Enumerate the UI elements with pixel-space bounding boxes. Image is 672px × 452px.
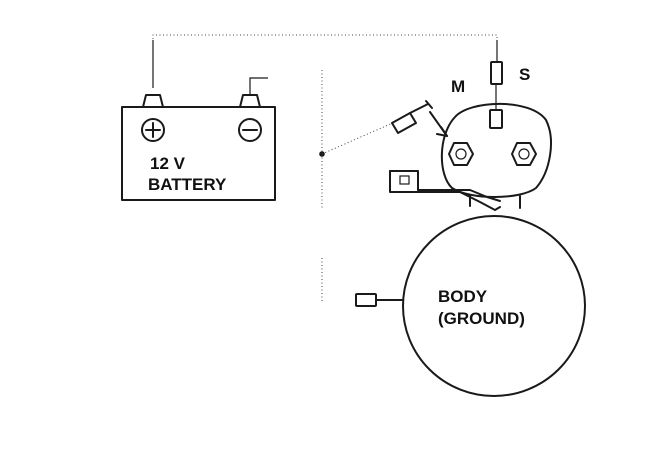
test-lead-clip bbox=[391, 100, 448, 137]
battery-name-label: BATTERY bbox=[148, 175, 227, 194]
s-terminal-nut bbox=[511, 142, 537, 166]
positive-terminal-icon bbox=[141, 118, 165, 142]
negative-terminal-icon bbox=[238, 118, 262, 142]
solenoid-cap bbox=[440, 102, 552, 198]
battery-voltage-label: 12 V bbox=[150, 154, 186, 173]
solenoid: M S bbox=[389, 61, 552, 211]
m-terminal-nut bbox=[448, 142, 474, 166]
s-terminal-connector bbox=[489, 61, 503, 129]
battery-negative-post bbox=[239, 94, 261, 108]
body-label: BODY bbox=[438, 287, 488, 306]
ground-label: (GROUND) bbox=[438, 309, 525, 328]
solenoid-bracket bbox=[389, 170, 521, 211]
ground-lead bbox=[355, 293, 404, 307]
solenoid-s-label: S bbox=[519, 65, 530, 84]
battery-positive-post bbox=[142, 94, 164, 108]
battery: 12 V BATTERY bbox=[121, 77, 276, 201]
starter-motor-body: BODY (GROUND) bbox=[355, 215, 586, 397]
solenoid-m-label: M bbox=[451, 77, 465, 96]
top-wire bbox=[152, 34, 498, 88]
test-lead-line bbox=[319, 70, 396, 302]
